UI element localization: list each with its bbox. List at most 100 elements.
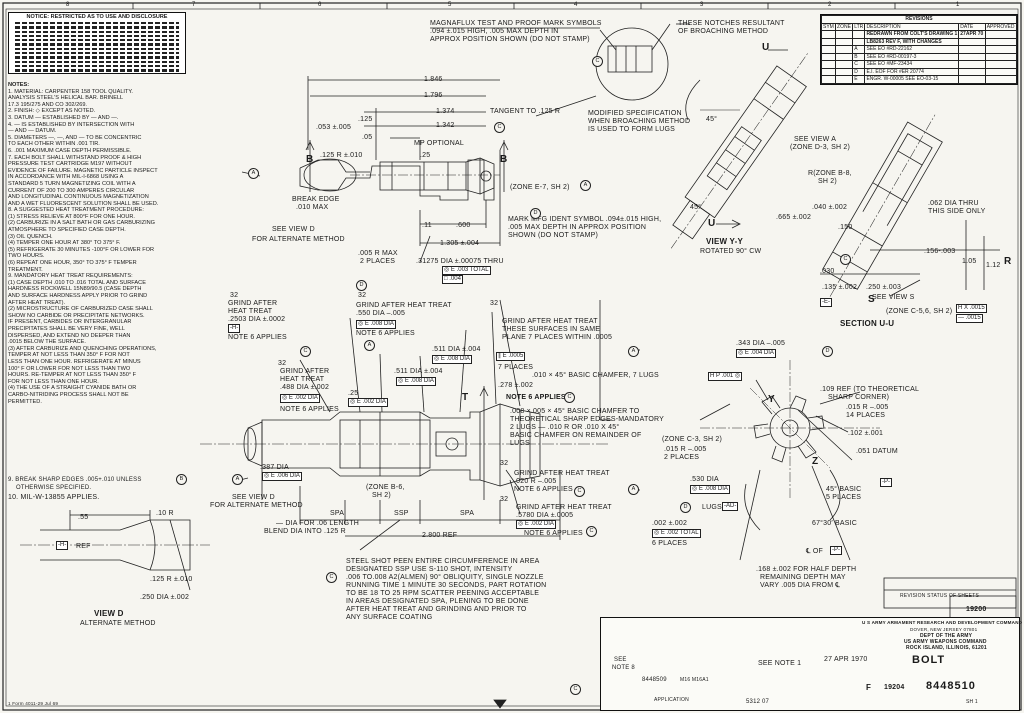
note-line: TEMPER AT NOT LESS THAN 350° F FOR NOT [8,352,130,359]
fcf-0015: — .0015 [956,314,983,323]
note-line: EVIDENCE OF FAILURE. MAGNETIC PARTICLE I… [8,167,158,174]
flag-c-5: C [574,486,585,497]
grind-4-a: GRIND AFTER [280,368,330,375]
fcf-006-dia: ◎ E .006 DIA [262,472,302,481]
ssp: SSP [394,510,409,517]
dim-156: .156-.003 [924,248,956,255]
datum-h-2: -H- [56,541,69,550]
note-line: 2. FINISH: ◇ EXCEPT AS NOTED. [8,108,96,115]
note-line: IF PRESENT, CARBIDES OR INTERGRANULAR [8,319,132,326]
datum-e: -E- [820,298,832,307]
used-on: M16 M16A1 [680,677,709,683]
basic-45-1: 45° BASIC [826,486,862,493]
zone-c3: (ZONE C-3, SH 2) [662,436,722,443]
dim-2800: 2.800 REF [422,532,458,539]
mark-mfg-1: MARK MFG IDENT SYMBOL .094±.015 HIGH, [508,216,662,223]
general-notes: NOTES: 1. MATERIAL: CARPENTER 158 TOOL Q… [8,82,230,405]
dim-1305: 1.305 ±.004 [440,240,480,247]
note-line: CARBO-NITRIDING PROCESS SHALL NOT BE [8,391,129,398]
next-assy: 8448509 [642,677,667,683]
finish-32c: 32 [490,300,499,307]
grind-6-b: .5780 DIA ±.0005 [516,512,574,519]
note-line: STANDARD 5 TURN MAGNETIZING COIL WITH A [8,180,136,187]
r-zone-2: SH 2) [818,178,837,185]
sharp-2: SHARP CORNER) [828,394,890,401]
datum-p: -P- [880,478,892,487]
dim-10r: .10 R [156,510,174,517]
flag-d-2: D [356,280,367,291]
flag-b-1: B [176,474,187,485]
basic-45-2: 5 PLACES [826,494,862,501]
see-label: SEE [614,657,627,663]
datum-051: .051 DATUM [856,448,898,455]
flag-a-5: A [628,346,639,357]
note-line: (2) MICROSTRUCTURE OF CARBURIZED CASE SH… [8,306,153,313]
dim-150: .150 [838,224,853,231]
grind-1-a: GRIND AFTER [228,300,278,307]
ssp-note-6: IN AREAS DESIGNATED SPA, PLENING TO BE D… [346,598,529,605]
note-line: (1) CASE DEPTH .010 TO .016 TOTAL AND SU… [8,279,146,286]
note-line: 7. EACH BOLT SHALL WITHSTAND PROOF & HIG… [8,154,142,161]
note-6-applies-2: NOTE 6 APPLIES [356,330,415,337]
dept-2: US ARMY WEAPONS COMMAND [904,639,987,645]
note-line: FOR NOT LESS THAN ONE HOUR. [8,378,99,385]
note-line: 9. MANDATORY HEAT TREAT REQUIREMENTS: [8,273,133,280]
ssp-note-7: AFTER HEAT TREAT AND GRINDING AND PRIOR … [346,606,527,613]
view-d-title: VIEW D [94,609,124,618]
note-line: TWO HOURS. [8,253,45,260]
section-u-bottom: U [708,218,716,229]
grind-1-c: .2503 DIA ±.0002 [228,316,286,323]
ssp-note-4: RUNNING TIME 1 MINUTE 30 SECONDS, PART R… [346,582,547,589]
half-depth-2: REMAINING DEPTH MAY [760,574,846,581]
modified-spec-3: IS USED TO FORM LUGS [588,126,675,133]
grind-3-a: GRIND AFTER HEAT TREAT [502,318,598,325]
note-line: HOURS. RE-TEMPER AT NOT LESS THAN 350° F [8,372,137,379]
scale-label: 5312 07 [746,699,770,705]
dim-005r: .005 R MAX [358,250,398,257]
r-zone-1: R(ZONE B-8, [808,170,852,177]
flag-c-9: C [840,254,851,265]
dim-1796: 1.796 [424,92,443,99]
rev-row-desc: SEE EO #RD-00197-3 [864,52,960,61]
ssp-note-5: TO BE 18 TO 25 RPM SCATTER PEENING ACCEP… [346,590,540,597]
axis-y-label: Y [768,394,775,405]
alt-d2-2: FOR ALTERNATE METHOD [210,502,303,509]
section-b-right: B [500,154,508,165]
rev-row-desc: SEE EO #MF-23434 [864,60,960,69]
ssp-note-3: .006 TO.008 A2(ALMEN) 90° OBLIQUITY, SIN… [346,574,544,581]
section-t-label: T [462,392,469,403]
note-line: (6) REPEAT ONE HOUR, 350° TO 375° F TEMP… [8,260,137,267]
section-s-label: S [868,294,875,305]
half-depth-3: VARY .005 DIA FROM ℄ [760,582,841,589]
grind-4-b: HEAT TREAT [280,376,325,383]
note-line: — AND — DATUM. [8,128,57,135]
dim-250dia: .250 DIA ±.002 [140,594,190,601]
alt-d2-1: SEE VIEW D [232,494,275,501]
note-mil-w: 10. MIL-W-13855 APPLIES. [8,494,100,501]
dim-125r: .125 R ±.010 [320,152,363,159]
zone-5: 5 [448,2,452,8]
restriction-notice: NOTICE: RESTRICTED AS TO USE AND DISCLOS… [8,12,186,74]
flag-a-4: A [232,474,243,485]
note-line: (4) THE USE OF A STRAIGHT CYANIDE BATH O… [8,385,137,392]
rev-row-desc: SEE EO #RD-22162 [864,45,960,54]
rev-date: 27APR 70 [958,30,986,39]
note-line: CURRENT OF 200 TO 300 AMPERES CIRCULAR [8,187,135,194]
flag-c-8: C [570,684,581,695]
dim-1374: 1.374 [436,108,455,115]
application-label: APPLICATION [654,697,689,703]
revisions-title: REVISIONS [821,15,1017,24]
see-view-a-2: (ZONE D-3, SH 2) [790,144,850,151]
dim-1846: 1.846 [424,76,443,83]
note-break-edges-2: OTHERWISE SPECIFIED. [16,485,92,491]
note-line: IN ACCORDANCE WITH MIL-I-6868 USING A [8,174,124,181]
dim-005r-2: 2 PLACES [360,258,396,265]
note-line: (3) AFTER CARBURIZE AND QUENCHING OPERAT… [8,345,157,352]
grind-5-c: NOTE 6 APPLIES [514,486,573,493]
chamfer-5: LUGS [510,440,530,447]
rev-ltr: B [852,52,866,61]
note-line: AFTER HEAT TREAT). [8,299,66,306]
rev-ltr: E [852,75,866,84]
note-8-label: NOTE 8 [612,665,635,671]
